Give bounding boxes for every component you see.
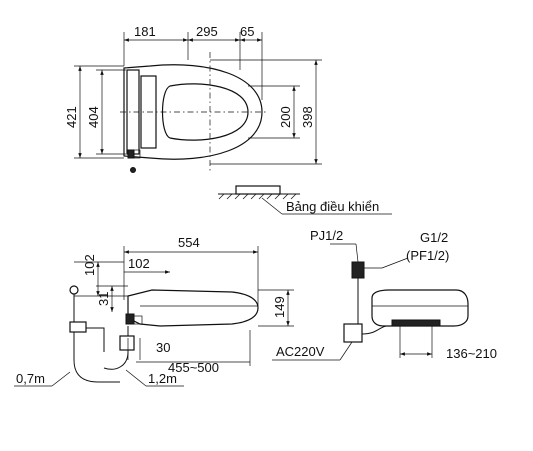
stop-valve xyxy=(69,321,87,333)
supply-fitting xyxy=(351,261,365,279)
seat-side-outline xyxy=(127,289,259,327)
dim-455-500: 455~500 xyxy=(168,360,219,375)
dim-181: 181 xyxy=(134,24,156,39)
pj-label: PJ1/2 xyxy=(310,228,343,243)
leader-control-panel xyxy=(261,197,283,215)
dim-200: 200 xyxy=(278,106,293,128)
top-view: 181 295 65 421 404 200 398 xyxy=(64,24,322,173)
seat-rear-base xyxy=(391,319,441,327)
side-connector xyxy=(125,313,135,325)
dim-421: 421 xyxy=(64,106,79,128)
dim-295: 295 xyxy=(196,24,218,39)
rear-view: PJ1/2 G1/2 (PF1/2) AC220V 136~210 xyxy=(272,228,497,361)
dim-65: 65 xyxy=(240,24,254,39)
ac-label: AC220V xyxy=(276,344,325,359)
dim-102-left: 102 xyxy=(82,254,97,276)
leader-07m xyxy=(51,371,71,387)
dim-136-210: 136~210 xyxy=(446,346,497,361)
connector-dot xyxy=(130,167,136,173)
seat-rear-outline xyxy=(371,289,469,327)
hose-fitting-top xyxy=(69,285,79,295)
rear-power-cord xyxy=(361,325,387,335)
connector-top-a xyxy=(127,149,135,159)
plug-box xyxy=(119,335,135,351)
cable-length-label: 1,2m xyxy=(148,371,177,386)
connector-top-b xyxy=(133,149,141,159)
pf-label: (PF1/2) xyxy=(406,248,449,263)
control-panel-group: Bảng điều khiển xyxy=(218,185,392,215)
dim-149: 149 xyxy=(272,296,287,318)
ac-leader xyxy=(339,341,353,361)
power-outlet xyxy=(343,323,363,343)
control-panel-body xyxy=(235,185,281,195)
pj-leader xyxy=(355,243,359,263)
dim-554: 554 xyxy=(178,235,200,250)
water-hose xyxy=(73,294,120,383)
leader-12m xyxy=(125,369,147,387)
dim-404: 404 xyxy=(86,106,101,128)
pipe-segment xyxy=(86,327,105,352)
hose-length-label: 0,7m xyxy=(16,371,45,386)
control-panel-label: Bảng điều khiển xyxy=(286,199,379,214)
dim-30: 30 xyxy=(156,340,170,355)
dim-398: 398 xyxy=(300,106,315,128)
dim-102-inner: 102 xyxy=(128,256,150,271)
g-leader-2 xyxy=(381,257,409,269)
side-connector-2 xyxy=(133,315,143,325)
g-label: G1/2 xyxy=(420,230,448,245)
side-view: 554 102 102 31 149 30 455~500 xyxy=(14,235,294,387)
wall-hatch xyxy=(218,193,297,200)
dim-31: 31 xyxy=(96,292,111,306)
